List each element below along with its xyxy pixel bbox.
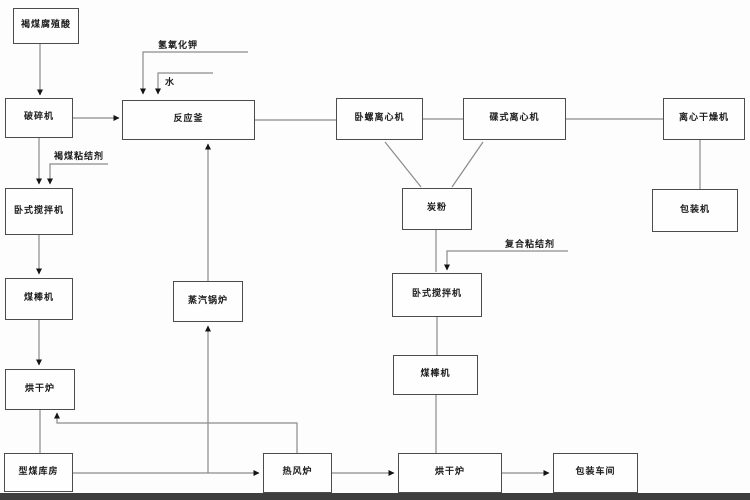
drying-furnace-left-node: 烘干炉 (5, 369, 75, 410)
disc-centrifuge-label: 碟式离心机 (489, 113, 540, 124)
reaction-kettle-node: 反应釜 (122, 100, 255, 140)
potassium-hydroxide-label: 氢氧化钾 (158, 41, 199, 51)
packing-machine-label: 包装机 (679, 204, 710, 215)
horizontal-mixer-right-node: 卧式搅拌机 (392, 273, 482, 317)
crusher-label: 破碎机 (23, 112, 54, 123)
hot-blast-to-dryer-left-connector (54, 412, 298, 453)
decanter-to-carbon-connector (384, 141, 422, 188)
lignite-humic-acid-node: 褐煤腐殖酸 (13, 8, 79, 44)
hot-blast-furnace-node: 热风炉 (263, 453, 332, 493)
coal-rod-machine-right-node: 煤棒机 (393, 355, 478, 395)
horizontal-mixer-right-label: 卧式搅拌机 (411, 289, 462, 300)
composite-binder-label: 复合粘结剂 (505, 240, 556, 250)
lignite-humic-acid-label: 褐煤腐殖酸 (20, 20, 71, 31)
decanter-centrifuge-node: 卧螺离心机 (336, 98, 423, 140)
disc-to-carbon-connector (451, 141, 484, 188)
coal-rod-machine-left-label: 煤棒机 (23, 293, 54, 304)
centrifugal-dryer-node: 离心干燥机 (663, 98, 745, 140)
lignite-binder-feed-connector (47, 163, 108, 185)
packing-workshop-node: 包装车间 (553, 453, 638, 493)
centrifugal-dryer-label: 离心干燥机 (678, 113, 729, 124)
water-label: 水 (165, 78, 176, 88)
decanter-centrifuge-label: 卧螺离心机 (354, 113, 405, 124)
packing-workshop-label: 包装车间 (575, 467, 616, 478)
packing-machine-node: 包装机 (652, 189, 738, 232)
steam-boiler-label: 蒸汽锅炉 (187, 295, 228, 306)
water-feed-connector (155, 72, 213, 95)
lignite-binder-label: 褐煤粘结剂 (54, 152, 105, 162)
drying-furnace-right-node: 烘干炉 (398, 453, 502, 493)
coal-rod-machine-right-label: 煤棒机 (420, 369, 451, 380)
drying-furnace-left-label: 烘干炉 (24, 383, 55, 394)
briquette-warehouse-node: 型煤库房 (4, 453, 73, 492)
koh-feed-connector (140, 51, 248, 95)
horizontal-mixer-left-label: 卧式搅拌机 (13, 205, 64, 216)
crusher-node: 破碎机 (5, 98, 73, 138)
carbon-powder-label: 炭粉 (426, 203, 447, 214)
disc-centrifuge-node: 碟式离心机 (463, 98, 566, 140)
steam-boiler-node: 蒸汽锅炉 (173, 281, 243, 322)
hot-blast-furnace-label: 热风炉 (282, 467, 313, 478)
carbon-powder-node: 炭粉 (402, 188, 472, 230)
reaction-kettle-label: 反应釜 (173, 114, 204, 125)
briquette-warehouse-label: 型煤库房 (18, 466, 59, 477)
coal-rod-machine-left-node: 煤棒机 (5, 278, 73, 320)
horizontal-mixer-left-node: 卧式搅拌机 (5, 188, 73, 235)
drying-furnace-right-label: 烘干炉 (434, 467, 465, 478)
scan-edge-bar (0, 493, 750, 500)
composite-binder-feed-connector (444, 250, 568, 271)
